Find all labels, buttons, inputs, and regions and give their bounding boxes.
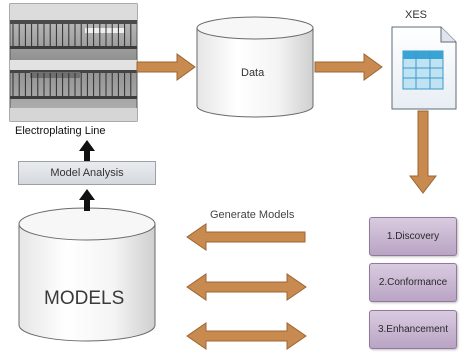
models-cylinder: [18, 207, 156, 342]
model-analysis-box: Model Analysis: [18, 161, 156, 185]
stage-discovery-label: 1.Discovery: [386, 231, 440, 242]
stage-conformance-label: 2.Conformance: [378, 277, 448, 288]
photo-to-data-arrow: [136, 53, 196, 81]
xes-document-icon: [391, 26, 457, 110]
generate-models-label: Generate Models: [210, 209, 295, 221]
xes-to-stages-arrow: [408, 110, 438, 194]
data-cylinder: [196, 16, 314, 118]
generate-models-arrow: [186, 223, 306, 251]
models-to-analysis-arrow: [79, 189, 95, 211]
enhancement-double-arrow: [186, 322, 307, 350]
xes-label: XES: [405, 9, 428, 21]
stage-enhancement-box: 3.Enhancement: [369, 310, 457, 349]
electroplating-line-label: Electroplating Line: [15, 125, 106, 137]
data-label: Data: [241, 67, 265, 79]
model-analysis-label: Model Analysis: [50, 167, 124, 179]
stage-enhancement-label: 3.Enhancement: [377, 324, 449, 335]
analysis-to-photo-arrow: [79, 140, 95, 161]
stage-discovery-box: 1.Discovery: [369, 217, 457, 256]
data-to-xes-arrow: [314, 53, 383, 81]
models-label: MODELS: [44, 288, 125, 309]
stage-conformance-box: 2.Conformance: [369, 263, 457, 302]
conformance-double-arrow: [186, 273, 307, 301]
electroplating-line-photo: [9, 3, 138, 122]
